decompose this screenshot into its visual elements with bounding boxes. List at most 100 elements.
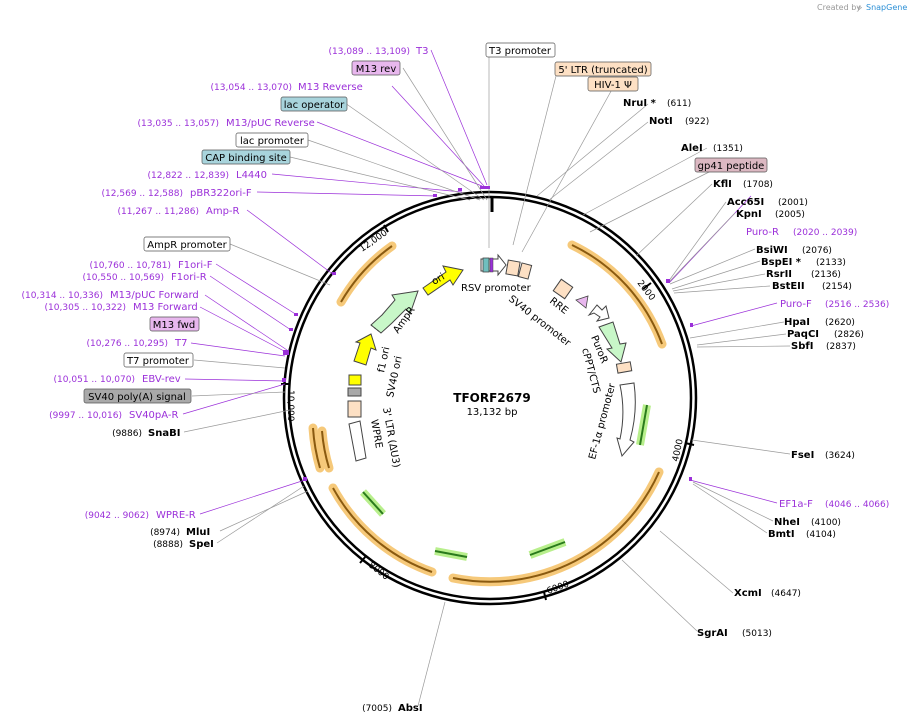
kfli-position: (1708) — [743, 180, 773, 190]
feature-m13-fwd[interactable]: M13 fwd — [153, 320, 195, 331]
primer-pbr322ori-f[interactable]: pBR322ori-F — [190, 188, 252, 199]
enzyme-spei[interactable]: SpeI — [189, 539, 214, 550]
primer-f1ori-f[interactable]: F1ori-F — [178, 260, 213, 271]
enzyme-rsrii[interactable]: RsrII — [766, 269, 792, 280]
tick-6000: 6000 — [546, 579, 571, 596]
tick-4000: 4000 — [671, 438, 686, 463]
fsei-position: (3624) — [825, 451, 855, 461]
amp-r-position: (11,267 .. 11,286) — [118, 207, 199, 217]
ori-arrow — [422, 265, 464, 296]
ef1a-f-position: (4046 .. 4066) — [825, 500, 889, 510]
primer-l4440[interactable]: L4440 — [236, 170, 267, 181]
feature-sv40-polya[interactable]: SV40 poly(A) signal — [88, 392, 186, 403]
plasmid-size: 13,132 bp — [467, 407, 518, 418]
feature-m13-rev[interactable]: M13 rev — [356, 64, 397, 75]
ebv-rev-position: (10,051 .. 10,070) — [54, 375, 135, 385]
left-labels: (13,089 .. 13,109) T3 M13 rev (13,054 ..… — [22, 46, 429, 714]
feature-cap-binding-site[interactable]: CAP binding site — [205, 153, 287, 164]
ampr-arrow — [370, 290, 419, 334]
sbfi-position: (2837) — [826, 342, 856, 352]
enzyme-fsei[interactable]: FseI — [791, 450, 814, 461]
hpai-position: (2620) — [825, 318, 855, 328]
primer-wpre-r[interactable]: WPRE-R — [156, 510, 196, 521]
enzyme-bspei[interactable]: BspEI * — [761, 257, 802, 268]
primer-amp-r[interactable]: Amp-R — [206, 206, 240, 217]
absi-position: (7005) — [362, 704, 392, 714]
inner-features: ori RSV promoter RRE SV40 promoter PuroR… — [347, 253, 636, 469]
f1ori-arrow — [353, 333, 377, 366]
sv40pa-r-position: (9997 .. 10,016) — [49, 411, 122, 421]
primer-m13-reverse[interactable]: M13 Reverse — [298, 82, 363, 93]
kpni-position: (2005) — [775, 210, 805, 220]
puro-f-position: (2516 .. 2536) — [825, 300, 889, 310]
enzyme-acc65i[interactable]: Acc65I — [727, 197, 764, 208]
feature-lac-promoter[interactable]: lac promoter — [240, 136, 305, 147]
green-arrows — [360, 404, 651, 561]
enzyme-bsteii[interactable]: BstEII — [772, 281, 805, 292]
feature-hiv1-psi[interactable]: HIV-1 Ψ — [594, 80, 632, 91]
m13-puc-forward-position: (10,314 .. 10,336) — [22, 291, 103, 301]
snabi-position: (9886) — [112, 429, 142, 439]
primer-m13-forward[interactable]: M13 Forward — [133, 302, 198, 313]
credit-brand[interactable]: SnapGene — [866, 3, 907, 12]
enzyme-bmti[interactable]: BmtI — [768, 529, 795, 540]
enzyme-snabi[interactable]: SnaBI — [148, 428, 180, 439]
wpre-label: WPRE — [368, 419, 384, 450]
enzyme-alei[interactable]: AleI — [681, 143, 703, 154]
enzyme-mlui[interactable]: MluI — [186, 527, 210, 538]
enzyme-nhei[interactable]: NheI — [774, 517, 800, 528]
bspei-position: (2133) — [816, 258, 846, 268]
alei-position: (1351) — [713, 144, 743, 154]
primer-ebv-rev[interactable]: EBV-rev — [142, 374, 181, 385]
bsiwi-position: (2076) — [802, 246, 832, 256]
bmti-position: (4104) — [806, 530, 836, 540]
f1ori-r-position: (10,550 .. 10,569) — [83, 273, 164, 283]
wpre-box — [348, 420, 367, 462]
enzyme-bsiwi[interactable]: BsiWI — [756, 245, 788, 256]
paqci-position: (2826) — [834, 330, 864, 340]
primer-sv40pa-r[interactable]: SV40pA-R — [129, 410, 178, 421]
feature-ampr-promoter[interactable]: AmpR promoter — [147, 240, 227, 251]
primer-m13-puc-forward[interactable]: M13/pUC Forward — [110, 290, 199, 301]
noti-position: (922) — [685, 117, 709, 127]
enzyme-sbfi[interactable]: SbfI — [791, 341, 813, 352]
enzyme-kfli[interactable]: KflI — [713, 179, 732, 190]
enzyme-sgrai[interactable]: SgrAI — [697, 628, 728, 639]
feature-gp41-peptide[interactable]: gp41 peptide — [698, 161, 765, 172]
feature-t3-promoter[interactable]: T3 promoter — [488, 46, 552, 57]
primer-f1ori-r[interactable]: F1ori-R — [171, 272, 207, 283]
primer-m13-puc-reverse[interactable]: M13/pUC Reverse — [226, 118, 315, 129]
m13-puc-reverse-position: (13,035 .. 13,057) — [138, 119, 219, 129]
m13-forward-position: (10,305 .. 10,322) — [45, 303, 126, 313]
right-labels: T3 promoter 5' LTR (truncated) HIV-1 Ψ N… — [485, 42, 889, 639]
enzyme-paqci[interactable]: PaqCI — [787, 329, 819, 340]
primer-t7[interactable]: T7 — [174, 338, 187, 349]
enzyme-nrui[interactable]: NruI * — [623, 98, 657, 109]
feature-5-ltr[interactable]: 5' LTR (truncated) — [558, 65, 647, 76]
wpre-r-position: (9042 .. 9062) — [85, 511, 149, 521]
puror-arrow — [598, 321, 627, 363]
l4440-position: (12,822 .. 12,839) — [148, 171, 229, 181]
rre-label: RRE — [547, 296, 570, 317]
primer-marks — [282, 186, 693, 481]
nrui-position: (611) — [667, 99, 691, 109]
primer-t3[interactable]: T3 — [415, 46, 428, 57]
primer-ef1a-f[interactable]: EF1a-F — [779, 499, 813, 510]
enzyme-kpni[interactable]: KpnI — [736, 209, 762, 220]
feature-t7-promoter[interactable]: T7 promoter — [126, 356, 190, 367]
enzyme-absi[interactable]: AbsI — [398, 703, 423, 714]
snapgene-icon: ⟡ — [857, 3, 863, 12]
t3-position: (13,089 .. 13,109) — [329, 47, 410, 57]
pbr322-position: (12,569 .. 12,588) — [102, 189, 183, 199]
ef1a-promoter-arrow — [616, 382, 636, 458]
enzyme-noti[interactable]: NotI — [649, 116, 673, 127]
spei-position: (8888) — [153, 540, 183, 550]
enzyme-hpai[interactable]: HpaI — [784, 317, 810, 328]
enzyme-xcmi[interactable]: XcmI — [734, 588, 762, 599]
feature-lac-operator[interactable]: lac operator — [284, 100, 345, 111]
primer-puro-r[interactable]: Puro-R — [746, 227, 779, 238]
orf-arcs — [308, 240, 667, 587]
primer-puro-f[interactable]: Puro-F — [780, 299, 812, 310]
tick-10000: 10,000 — [285, 390, 295, 422]
